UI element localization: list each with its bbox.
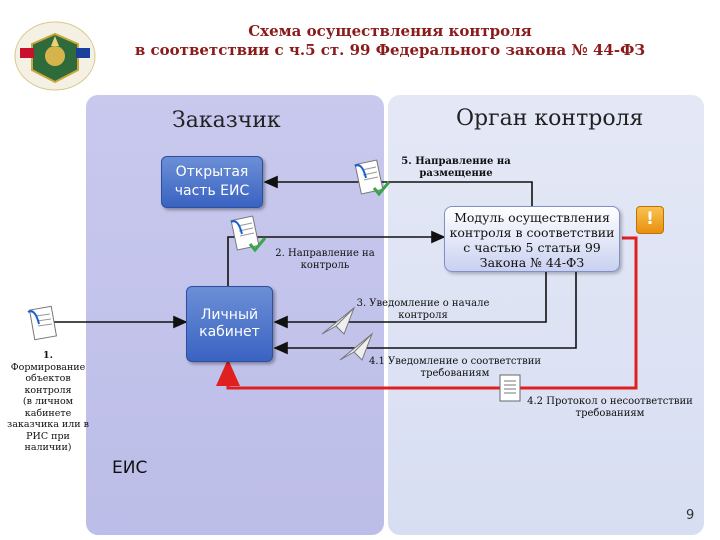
arrow-step2: [227, 230, 446, 286]
document-check-icon-step2: [230, 215, 267, 253]
label-step3-line-2: контроля: [398, 310, 448, 321]
label-step1-line-2: объектов: [25, 373, 71, 384]
label-step5: 5. Направление на размещение: [396, 156, 516, 180]
module-line-2: контроля в соответствии: [449, 225, 615, 240]
protocol-document-icon: [499, 374, 521, 402]
label-step42-line-2: требованиям: [575, 408, 645, 419]
emblem-logo: [14, 21, 96, 91]
label-step1-line-8: наличии): [24, 442, 72, 453]
module-line-1: Модуль осуществления: [454, 210, 610, 225]
label-step1-number: 1.: [43, 350, 53, 361]
arrow-step41: [273, 272, 577, 355]
label-step2-line-2: контроль: [300, 260, 350, 271]
label-step1-line-4: (в личном: [22, 396, 74, 407]
label-step1-line-6: заказчика или в: [7, 419, 89, 430]
page-title: Схема осуществления контроля в соответст…: [110, 22, 670, 60]
label-step1-line-5: кабинете: [24, 407, 72, 419]
label-step42: 4.2 Протокол о несоответствии требования…: [520, 396, 700, 420]
label-step5-line-1: 5. Направление на: [401, 156, 511, 167]
open-part-line-2: часть ЕИС: [174, 183, 250, 199]
module-line-4: Закона № 44-ФЗ: [479, 255, 585, 270]
label-step41: 4.1 Уведомление о соответствии требовани…: [360, 356, 550, 380]
label-step42-line-1: 4.2 Протокол о несоответствии: [527, 396, 693, 407]
label-step41-line-1: 4.1 Уведомление о соответствии: [368, 356, 542, 367]
eis-label: ЕИС: [112, 458, 148, 478]
label-step2: 2. Направление на контроль: [262, 248, 388, 272]
paper-plane-icon-step41: [339, 332, 374, 361]
personal-cabinet-box: Личный кабинет: [186, 286, 273, 362]
control-body-title: Орган контроля: [456, 106, 644, 131]
label-step1-line-7: РИС при: [26, 430, 70, 442]
arrow-step42: [216, 236, 638, 390]
title-line-2: в соответствии с ч.5 ст. 99 Федерального…: [134, 41, 646, 59]
label-step1-line-1: Формирование: [10, 361, 86, 373]
paper-plane-icon-step3: [321, 306, 356, 335]
title-line-1: Схема осуществления контроля: [248, 22, 532, 40]
document-pen-icon-step1: [27, 305, 58, 341]
cabinet-line-2: кабинет: [199, 324, 260, 340]
warning-icon: !: [636, 206, 664, 234]
control-module-box: Модуль осуществления контроля в соответс…: [444, 206, 620, 272]
customer-title: Заказчик: [172, 108, 281, 133]
warning-glyph: !: [646, 209, 654, 229]
document-check-icon-step5: [354, 159, 391, 197]
open-part-line-1: Открытая: [175, 164, 249, 180]
label-step3-line-1: 3. Уведомление о начале: [356, 298, 490, 309]
arrow-step5: [263, 175, 533, 206]
label-step3: 3. Уведомление о начале контроля: [348, 298, 498, 322]
open-part-eis-box: Открытая часть ЕИС: [161, 156, 263, 208]
page-number: 9: [686, 508, 695, 523]
module-line-3: с частью 5 статьи 99: [463, 240, 601, 255]
arrow-step3: [273, 272, 547, 329]
label-step41-line-2: требованиям: [420, 368, 490, 379]
label-step5-line-2: размещение: [419, 168, 493, 179]
label-step1: 1. Формирование объектов контроля (в лич…: [2, 350, 94, 454]
label-step2-line-1: 2. Направление на: [275, 248, 375, 259]
label-step1-line-3: контроля: [24, 384, 72, 396]
cabinet-line-1: Личный: [200, 307, 259, 323]
